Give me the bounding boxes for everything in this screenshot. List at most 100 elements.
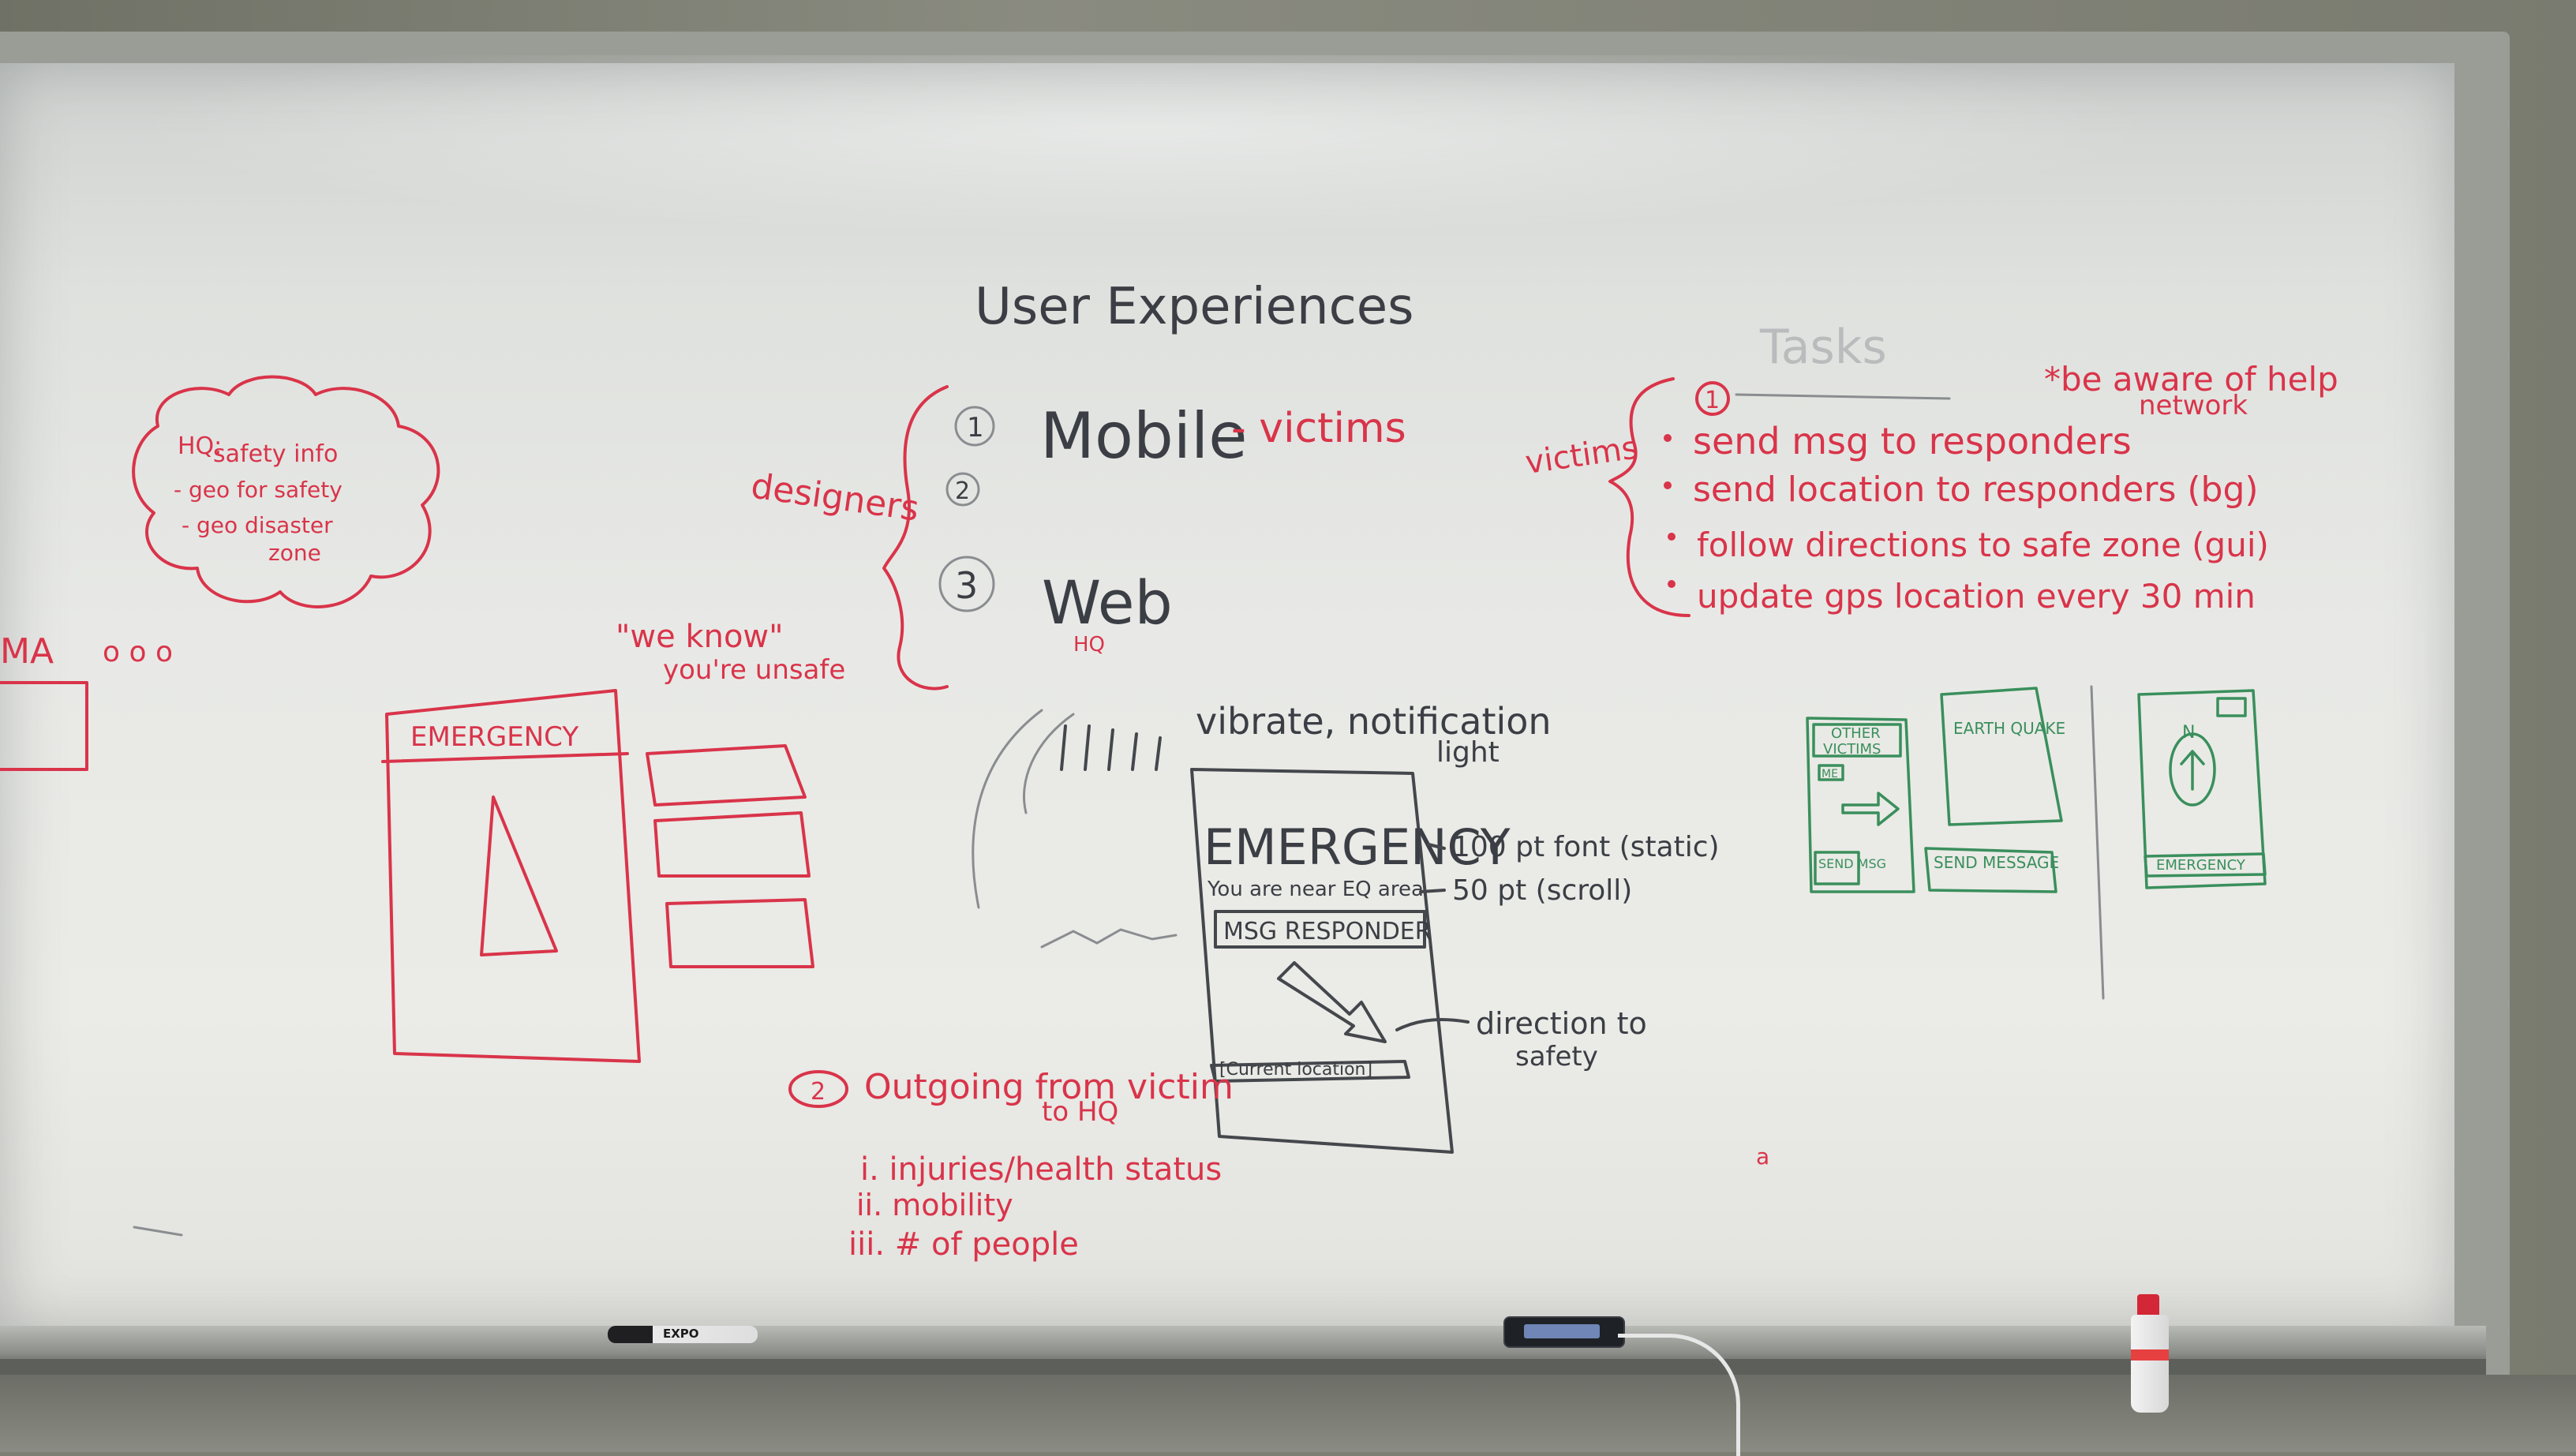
tasks-num: 1	[1705, 387, 1720, 414]
exp-1-label: Mobile	[1040, 399, 1247, 473]
spray-bottle[interactable]	[2131, 1294, 2169, 1413]
font-annotation-2: 50 pt (scroll)	[1452, 874, 1632, 907]
exp-2-num: 2	[955, 477, 970, 505]
left-box-sketch	[0, 681, 88, 771]
thought-dots: o o o	[103, 636, 173, 668]
left-fragment-text: MA	[0, 631, 54, 672]
tasks-num-circle	[1695, 381, 1730, 416]
direction-arrow	[1277, 961, 1387, 1043]
phone-msg-label: MSG RESPONDER	[1223, 918, 1432, 945]
green-phone-3	[2137, 689, 2267, 889]
smartphone[interactable]	[1503, 1316, 1625, 1348]
exp-3-circle	[938, 556, 995, 612]
floor	[0, 1375, 2576, 1452]
quote-line2: you're unsafe	[663, 654, 845, 686]
dry-erase-marker[interactable]	[608, 1326, 758, 1343]
vibrate-label: vibrate, notification	[1196, 700, 1552, 743]
tasks-underline	[1735, 393, 1951, 400]
left-phone-sketch	[385, 689, 641, 1063]
green-send-message-box	[1924, 847, 2057, 893]
title-user-experiences: User Experiences	[975, 278, 1413, 336]
annotation-line	[1419, 889, 1446, 893]
designers-label: designers	[748, 466, 921, 529]
compass-icon	[2169, 732, 2216, 807]
green-me-box	[1818, 764, 1844, 781]
current-location-box	[1210, 1060, 1410, 1083]
marker-tray	[0, 1326, 2486, 1364]
task-item-4: update gps location every 30 min	[1697, 577, 2256, 616]
compass-arrow-icon	[2180, 750, 2205, 791]
bubble-line4: - geo disaster	[182, 512, 333, 538]
vibration-arc	[1023, 713, 1075, 814]
vibration-squiggle	[1040, 928, 1178, 949]
vibration-arc	[972, 709, 1043, 909]
green-phone-1	[1806, 717, 1915, 893]
phone-emergency: EMERGENCY	[1204, 818, 1511, 876]
spray-body	[2131, 1315, 2169, 1413]
green-north: N	[2182, 723, 2195, 743]
exp-2-circle	[945, 472, 980, 507]
exp-3-note: HQ	[1073, 633, 1105, 657]
marker-tray-lip	[0, 1359, 2486, 1375]
divider-line	[2090, 685, 2105, 1000]
green-other-box	[1812, 723, 1902, 758]
outgoing-item-1: i. injuries/health status	[860, 1151, 1222, 1188]
tasks-bracket	[1608, 377, 1690, 617]
bubble-line3: - geo for safety	[174, 477, 343, 503]
outgoing-item-3: iii. # of people	[848, 1226, 1079, 1263]
spray-nozzle	[2137, 1294, 2159, 1316]
green-emergency-box	[2144, 852, 2267, 878]
marker-brand-label: EXPO	[663, 1327, 699, 1341]
green-arrow	[1841, 792, 1900, 826]
stacked-card-2	[653, 811, 811, 878]
exp-1-note: - victims	[1231, 405, 1406, 452]
outgoing-title-2: to HQ	[1042, 1096, 1118, 1128]
phone-near-text: You are near EQ area	[1207, 878, 1424, 901]
stray-mark: a	[1756, 1143, 1769, 1170]
quote-line1: "we know"	[616, 619, 784, 655]
current-location-label: [Current location]	[1219, 1060, 1372, 1080]
green-earthquake: EARTH QUAKE	[1953, 719, 2065, 738]
phone-sketch-frame	[1190, 768, 1454, 1154]
light-label: light	[1436, 736, 1500, 769]
left-phone-header-line	[381, 752, 629, 763]
task-item-3: follow directions to safe zone (gui)	[1697, 526, 2269, 564]
safety-label: safety	[1515, 1041, 1598, 1072]
direction-label: direction to	[1476, 1006, 1647, 1041]
left-phone-triangle	[480, 795, 558, 956]
task-bullet	[1664, 434, 1672, 442]
font-annotation-1: 100 pt font (static)	[1452, 831, 1720, 863]
outgoing-num: 2	[811, 1078, 826, 1106]
spray-label-band	[2131, 1349, 2169, 1361]
green-send-box	[1814, 851, 1860, 885]
stacked-card-1	[646, 744, 807, 807]
task-bullet	[1668, 533, 1676, 541]
green-me: ME	[1822, 768, 1838, 780]
task-item-2: send location to responders (bg)	[1693, 470, 2259, 510]
bubble-line5: zone	[268, 540, 321, 566]
left-phone-title: EMERGENCY	[410, 721, 578, 753]
exp-3-label: Web	[1042, 567, 1173, 638]
phone-screen	[1524, 1324, 1600, 1338]
green-phone-2	[1940, 687, 2063, 826]
bubble-line1: HQ:	[178, 432, 222, 460]
tasks-aware: *be aware of help	[2044, 360, 2338, 399]
annotation-line	[1427, 843, 1446, 850]
exp-3-num: 3	[955, 564, 978, 607]
outgoing-item-2: ii. mobility	[856, 1188, 1013, 1222]
exp-1-circle	[954, 406, 995, 447]
tasks-heading: Tasks	[1759, 320, 1887, 375]
outgoing-num-circle	[788, 1070, 848, 1108]
green-send-message: SEND MESSAGE	[1934, 853, 2059, 872]
designers-bracket	[882, 385, 949, 691]
task-item-1: send msg to responders	[1693, 420, 2132, 462]
annotation-line	[1395, 1018, 1470, 1031]
stacked-card-3	[665, 898, 814, 968]
tasks-aware-2: network	[2139, 390, 2248, 421]
thought-bubble	[132, 375, 440, 608]
bubble-line2: safety info	[213, 440, 338, 468]
task-bullet	[1668, 580, 1676, 588]
vibration-lines	[1060, 724, 1162, 771]
green-send-msg: SEND MSG	[1818, 856, 1886, 871]
